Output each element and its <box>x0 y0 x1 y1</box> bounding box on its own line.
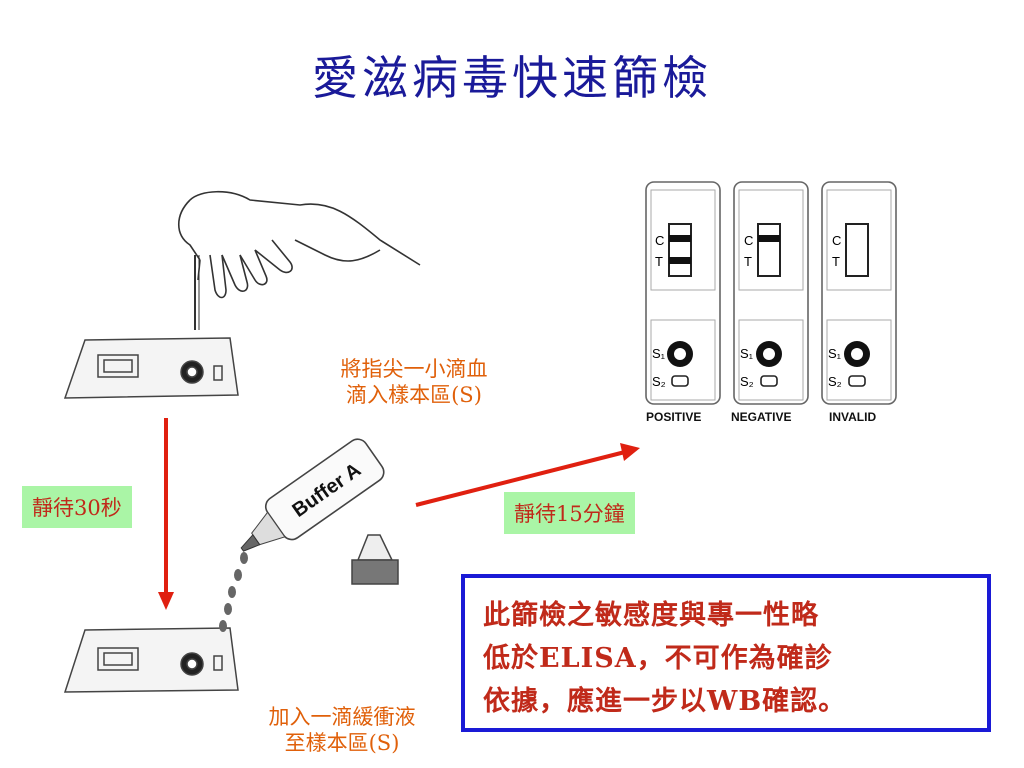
result-strip-positive: C T S₁ S₂ POSITIVE <box>645 181 721 424</box>
strip-s2-label: S₂ <box>740 374 754 389</box>
strip-c-label: C <box>832 233 841 248</box>
step-apply-blood-line2: 滴入樣本區(S) <box>346 383 482 407</box>
wait-15-badge: 靜待15分鐘 <box>504 492 635 534</box>
strip-s1-label: S₁ <box>652 346 666 361</box>
note-box: 此篩檢之敏感度與專一性略 低於ELISA，不可作為確診 依據，應進一步以WB確認… <box>461 574 991 732</box>
note-line: 依據，應進一步以WB確認。 <box>483 686 847 717</box>
page-title: 愛滋病毒快速篩檢 <box>312 51 712 105</box>
strip-c-label: C <box>744 233 753 248</box>
step-add-buffer: 加入一滴緩衝液 至樣本區(S) <box>228 704 456 756</box>
arrow-diagonal <box>415 443 640 507</box>
result-label-positive: POSITIVE <box>646 410 701 424</box>
step-add-buffer-line1: 加入一滴緩衝液 <box>268 705 416 729</box>
buffer-drops <box>219 552 248 632</box>
result-label-negative: NEGATIVE <box>731 410 791 424</box>
test-cassette-top <box>63 337 239 399</box>
dropper-cap <box>351 534 399 585</box>
strip-s1-label: S₁ <box>740 346 754 361</box>
wait-30-badge: 靜待30秒 <box>22 486 132 528</box>
strip-s1-label: S₁ <box>828 346 842 361</box>
hand-illustration <box>177 190 421 330</box>
step-apply-blood-line1: 將指尖一小滴血 <box>340 357 488 381</box>
test-cassette-bottom <box>63 627 239 693</box>
step-apply-blood: 將指尖一小滴血 滴入樣本區(S) <box>300 356 528 408</box>
note-line: 此篩檢之敏感度與專一性略 <box>483 600 819 631</box>
strip-c-label: C <box>655 233 664 248</box>
strip-t-label: T <box>655 254 663 269</box>
strip-t-label: T <box>744 254 752 269</box>
result-label-invalid: INVALID <box>829 410 876 424</box>
result-strip-negative: C T S₁ S₂ NEGATIVE <box>731 181 809 424</box>
strip-s2-label: S₂ <box>652 374 666 389</box>
note-line: 低於ELISA，不可作為確診 <box>483 643 833 674</box>
result-strip-invalid: C T S₁ S₂ INVALID <box>821 181 897 424</box>
strip-t-label: T <box>832 254 840 269</box>
step-add-buffer-line2: 至樣本區(S) <box>284 731 400 755</box>
strip-s2-label: S₂ <box>828 374 842 389</box>
arrow-down <box>158 418 174 610</box>
